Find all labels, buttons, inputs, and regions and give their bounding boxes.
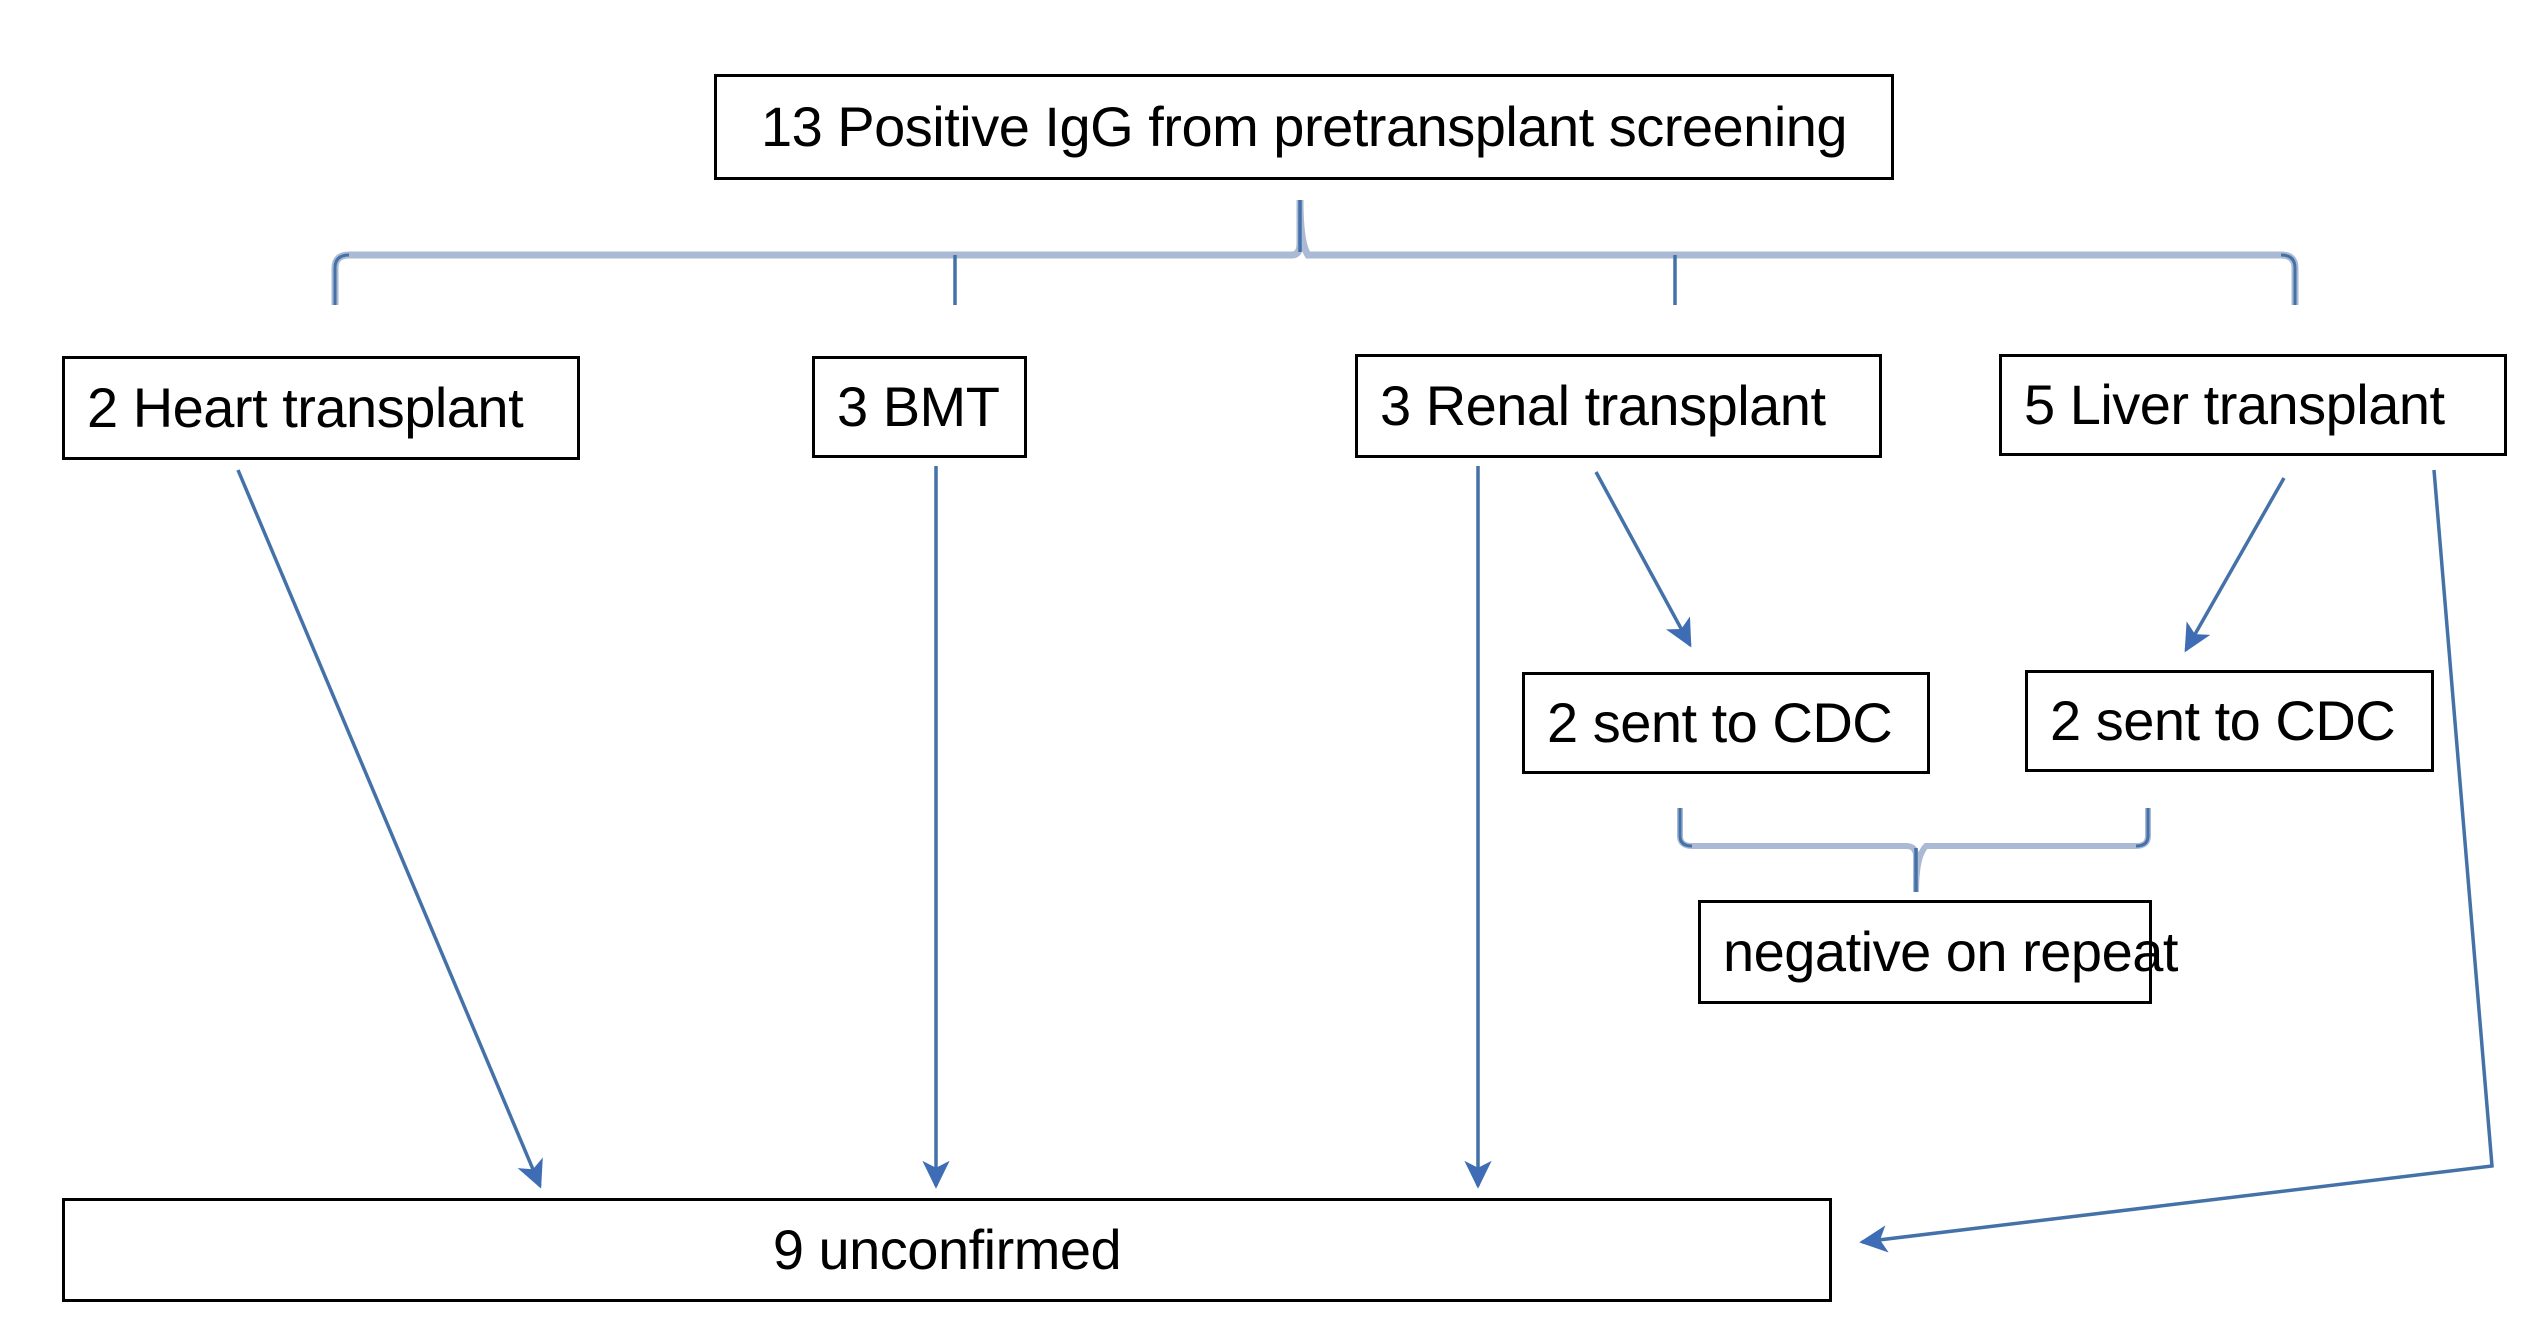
node-cdc-from-renal[interactable]: 2 sent to CDC [1522, 672, 1930, 774]
node-root[interactable]: 13 Positive IgG from pretransplant scree… [714, 74, 1894, 180]
cdc-merge-bracket [1677, 808, 2151, 893]
root-distribution-bracket [331, 199, 2299, 305]
edge-heart-to-unconfirmed [236, 469, 543, 1189]
edge-renal-to-cdc-renal [1594, 471, 1692, 648]
node-negative-on-repeat[interactable]: negative on repeat [1698, 900, 2178, 1004]
node-unconfirmed[interactable]: 9 unconfirmed [62, 1198, 1832, 1302]
node-liver-transplant[interactable]: 5 Liver transplant [1999, 354, 2507, 456]
edge-liver-to-cdc-liver [2184, 477, 2286, 653]
node-cdc-from-liver[interactable]: 2 sent to CDC [2025, 670, 2434, 772]
node-bmt[interactable]: 3 BMT [812, 356, 1027, 458]
edge-liver-to-unconfirmed [1859, 469, 2494, 1253]
node-renal-transplant[interactable]: 3 Renal transplant [1355, 354, 1882, 458]
node-heart-transplant[interactable]: 2 Heart transplant [62, 356, 580, 460]
